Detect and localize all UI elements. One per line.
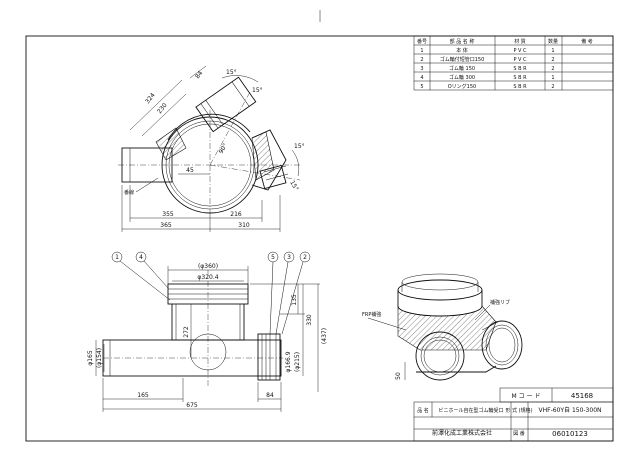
mcode-label: M コ ー ド bbox=[512, 393, 541, 400]
model-value: VHF-60Y自 150-300N bbox=[539, 406, 602, 414]
drawing-value: 06010123 bbox=[552, 430, 588, 438]
label-frp: FRP補強 bbox=[362, 311, 381, 318]
table-cell: 1 bbox=[551, 75, 554, 81]
table-cell: 2 bbox=[551, 84, 554, 90]
table-cell: 4 bbox=[420, 75, 423, 81]
svg-text:5: 5 bbox=[271, 254, 275, 261]
dim-phi165: φ165 bbox=[87, 350, 94, 366]
dim-phi360: (φ360) bbox=[198, 263, 218, 270]
model-label: 形 式 (規格) bbox=[505, 407, 532, 414]
balloon-1: 1 bbox=[111, 251, 171, 301]
table-cell: 2 bbox=[551, 66, 554, 72]
dim-230: 230 bbox=[156, 102, 169, 115]
front-view: 1 4 5 3 2 bbox=[87, 251, 328, 412]
angle-15-top: 15° bbox=[226, 69, 237, 76]
table-cell: 1 bbox=[420, 48, 423, 54]
dim-365: 365 bbox=[160, 222, 172, 229]
table-cell: 3 bbox=[420, 66, 423, 72]
dim-84: 84 bbox=[194, 70, 204, 80]
company-name: 前澤化成工業株式会社 bbox=[432, 429, 492, 437]
dim-phi215: (φ215) bbox=[294, 352, 301, 372]
angle-15-right-bottom: 15° bbox=[288, 180, 299, 193]
isometric-view: FRP補強 補強リブ 50 bbox=[362, 273, 523, 381]
table-cell: Oリング150 bbox=[448, 83, 476, 90]
parts-table: 番号 部 品 名 称 材 質 数量 備 考 1 本 体 P V C 1 2 ゴム… bbox=[413, 35, 614, 91]
plan-view: 45 324 230 84 15° 15° 15° 15° 90° 番線 355… bbox=[118, 65, 305, 232]
dim-135: 135 bbox=[291, 294, 298, 306]
dim-324: 324 bbox=[144, 92, 157, 105]
table-header-name: 部 品 名 称 bbox=[450, 38, 475, 45]
dim-355: 355 bbox=[162, 211, 174, 218]
svg-text:2: 2 bbox=[303, 254, 307, 261]
drawing-label: 図 番 bbox=[513, 430, 525, 437]
svg-text:1: 1 bbox=[115, 254, 119, 261]
balloon-2: 2 bbox=[281, 251, 311, 335]
table-cell: S B R bbox=[513, 84, 527, 90]
dim-165: 165 bbox=[137, 392, 149, 399]
table-header-material: 材 質 bbox=[514, 38, 526, 45]
table-cell: 5 bbox=[420, 84, 423, 90]
angle-15-top-right: 15° bbox=[252, 87, 263, 94]
dim-50: 50 bbox=[395, 372, 402, 380]
dim-310: 310 bbox=[238, 222, 250, 229]
dim-216: 216 bbox=[230, 211, 242, 218]
table-cell: ゴム輪 150 bbox=[449, 65, 475, 72]
table-cell: 2 bbox=[551, 57, 554, 63]
dim-phi166: φ166.9 bbox=[285, 351, 292, 372]
table-cell: ゴム輪付短管口150 bbox=[440, 56, 485, 63]
dim-45: 45 bbox=[186, 167, 194, 174]
callout-banshen: 番線 bbox=[124, 189, 134, 196]
dim-84: 84 bbox=[266, 392, 274, 399]
table-header-remarks: 備 考 bbox=[581, 38, 593, 45]
mcode-value: 45168 bbox=[571, 392, 593, 400]
table-cell: P V C bbox=[513, 48, 527, 54]
dim-330: 330 bbox=[306, 314, 313, 326]
dim-437: (437) bbox=[321, 328, 328, 344]
dim-675: 675 bbox=[186, 402, 198, 409]
title-block: M コ ー ド 45168 品 名 ビニホール自在型ゴム輪受口 形 式 (規格)… bbox=[413, 387, 614, 442]
balloon-3: 3 bbox=[275, 251, 295, 335]
drawing-border bbox=[25, 35, 614, 442]
label-ribs: 補強リブ bbox=[490, 299, 510, 306]
balloon-4: 4 bbox=[135, 251, 169, 289]
angle-90: 90° bbox=[218, 142, 229, 155]
table-cell: S B R bbox=[513, 66, 527, 72]
table-cell: 本 体 bbox=[456, 47, 468, 54]
dim-phi320: φ320.4 bbox=[197, 274, 218, 281]
dim-phi154: (φ154) bbox=[96, 348, 103, 368]
dim-272: 272 bbox=[183, 326, 190, 338]
table-cell: S B R bbox=[513, 75, 527, 81]
table-cell: ゴム輪 300 bbox=[449, 74, 475, 81]
balloon-5: 5 bbox=[267, 251, 279, 335]
table-cell: P V C bbox=[513, 57, 527, 63]
table-cell: 2 bbox=[420, 57, 423, 63]
svg-text:3: 3 bbox=[287, 254, 291, 261]
table-cell: 1 bbox=[551, 48, 554, 54]
name-label: 品 名 bbox=[417, 407, 429, 414]
angle-15-right-top: 15° bbox=[294, 143, 305, 150]
svg-text:4: 4 bbox=[139, 254, 143, 261]
table-header-qty: 数量 bbox=[548, 38, 558, 45]
name-value: ビニホール自在型ゴム輪受口 bbox=[438, 407, 503, 414]
table-header-no: 番号 bbox=[417, 38, 427, 45]
